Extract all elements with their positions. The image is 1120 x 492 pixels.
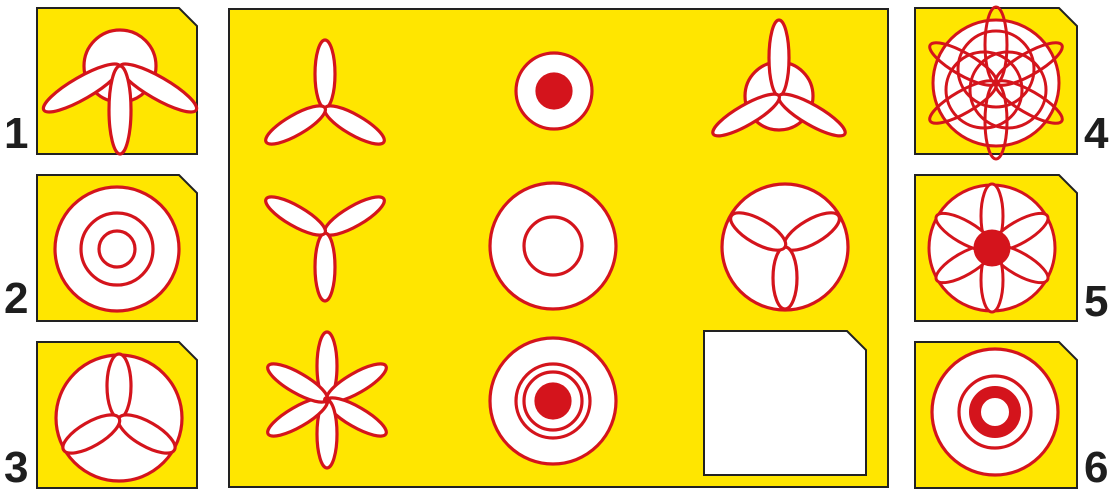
small-circle-red-dot-figure	[516, 53, 592, 129]
option-card-1[interactable]	[37, 8, 197, 154]
grid-cell-1-2	[486, 40, 626, 152]
propeller-3-petals-up-figure	[261, 40, 389, 151]
propeller-6-petals-figure	[263, 332, 391, 468]
grid-cell-2-2	[486, 175, 626, 310]
circle-3-petals-up-overflow-figure	[708, 20, 850, 143]
propeller-3-petals-down-figure	[261, 190, 389, 301]
option-figure-2	[55, 187, 179, 311]
option-figure-6	[932, 349, 1058, 475]
option-card-6[interactable]	[915, 342, 1077, 488]
option-card-5[interactable]	[915, 175, 1077, 321]
option-number-6: 6	[1084, 446, 1108, 490]
option-figure-3	[56, 354, 182, 481]
option-card-2[interactable]	[37, 175, 197, 321]
option-card-3[interactable]	[37, 342, 197, 488]
grid-cell-3-1	[256, 330, 396, 470]
circle-double-ring-red-dot-figure	[490, 338, 616, 464]
option-number-4: 4	[1084, 112, 1108, 156]
grid-cell-1-3	[716, 20, 856, 152]
option-card-4[interactable]	[915, 8, 1077, 154]
blank-answer-slot	[704, 331, 866, 475]
grid-cell-1-1	[256, 40, 396, 152]
answer-card-blank[interactable]	[703, 330, 867, 476]
circle-single-ring-figure	[490, 183, 616, 309]
option-number-2: 2	[4, 277, 28, 321]
grid-cell-2-1	[256, 175, 396, 310]
circle-3-petals-down-figure	[722, 184, 848, 310]
grid-cell-3-2	[486, 335, 626, 470]
grid-cell-2-3	[716, 175, 856, 310]
option-number-1: 1	[4, 112, 28, 156]
option-number-3: 3	[4, 446, 28, 490]
option-number-5: 5	[1084, 280, 1108, 324]
option-figure-5	[929, 184, 1055, 312]
